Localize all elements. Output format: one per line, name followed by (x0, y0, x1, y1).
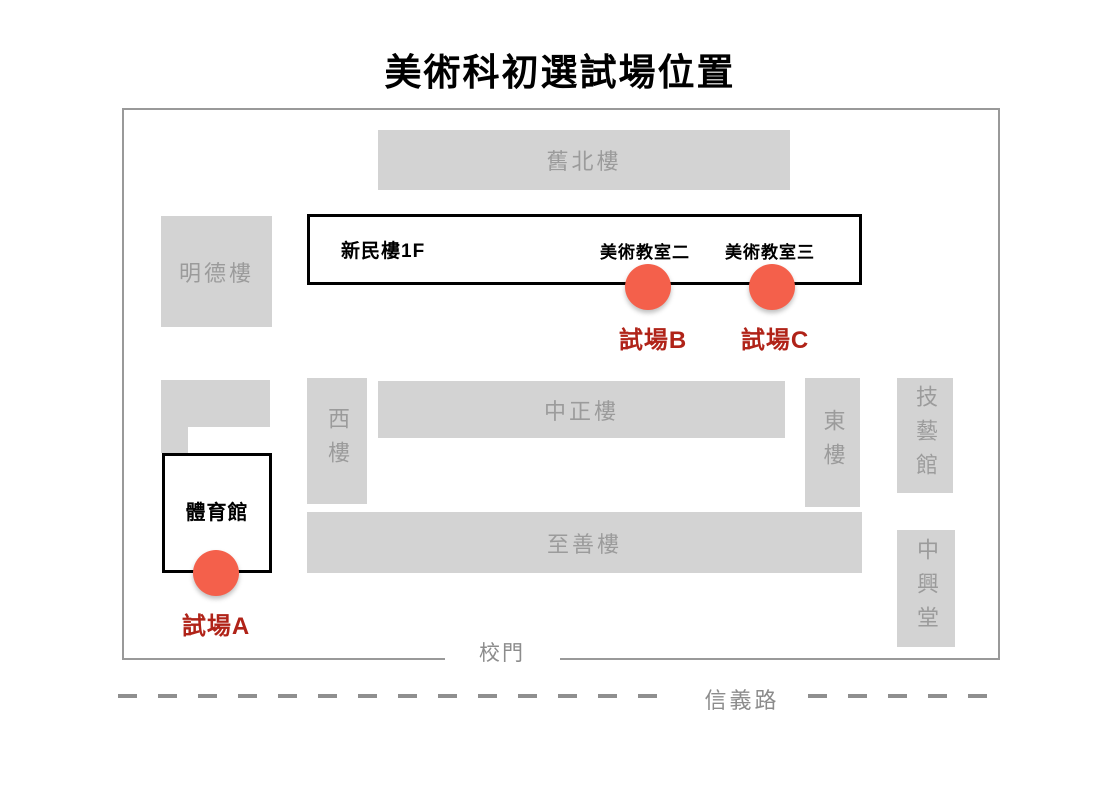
building-zhongzheng: 中正樓 (378, 381, 785, 438)
building-unlabeled-block-wing (161, 426, 188, 453)
page-title: 美術科初選試場位置 (384, 52, 736, 93)
road-label: 信義路 (704, 688, 780, 713)
building-zhongxing: 中興堂 (897, 530, 955, 647)
building-jiubei-label: 舊北樓 (546, 149, 622, 174)
building-donglou: 東樓 (805, 378, 860, 507)
campus-boundary (122, 108, 1000, 660)
venue-c-label: 試場C (740, 327, 810, 354)
venue-c-dot (749, 264, 795, 310)
building-xilou-label: 西樓 (325, 407, 350, 475)
building-mingde: 明德樓 (161, 216, 272, 327)
venue-b-label: 試場B (618, 327, 688, 354)
building-jiyi-label: 技藝館 (913, 384, 938, 487)
building-zhongzheng-label: 中正樓 (543, 398, 619, 424)
building-zhishan: 至善樓 (307, 512, 862, 573)
venue-a-label: 試場A (181, 613, 251, 640)
building-jiyi: 技藝館 (897, 378, 953, 493)
road-dashed-line-right (808, 694, 1002, 698)
building-xinmin-label: 新民樓1F (341, 241, 426, 262)
building-zhongxing-label: 中興堂 (914, 537, 939, 640)
building-jiubei: 舊北樓 (378, 130, 790, 190)
road-dashed-line-left (118, 694, 674, 698)
gate-label: 校門 (479, 642, 525, 665)
building-xilou: 西樓 (307, 378, 367, 504)
building-unlabeled-block (161, 380, 270, 427)
art-classroom-3-label: 美術教室三 (725, 243, 815, 262)
building-mingde-label: 明德樓 (178, 260, 254, 286)
building-gym-label: 體育館 (185, 501, 249, 524)
venue-a-dot (193, 550, 239, 596)
venue-b-dot (625, 264, 671, 310)
gate-opening (445, 655, 560, 664)
art-classroom-2-label: 美術教室二 (600, 243, 690, 262)
building-zhishan-label: 至善樓 (546, 531, 622, 557)
building-donglou-label: 東樓 (820, 408, 846, 477)
